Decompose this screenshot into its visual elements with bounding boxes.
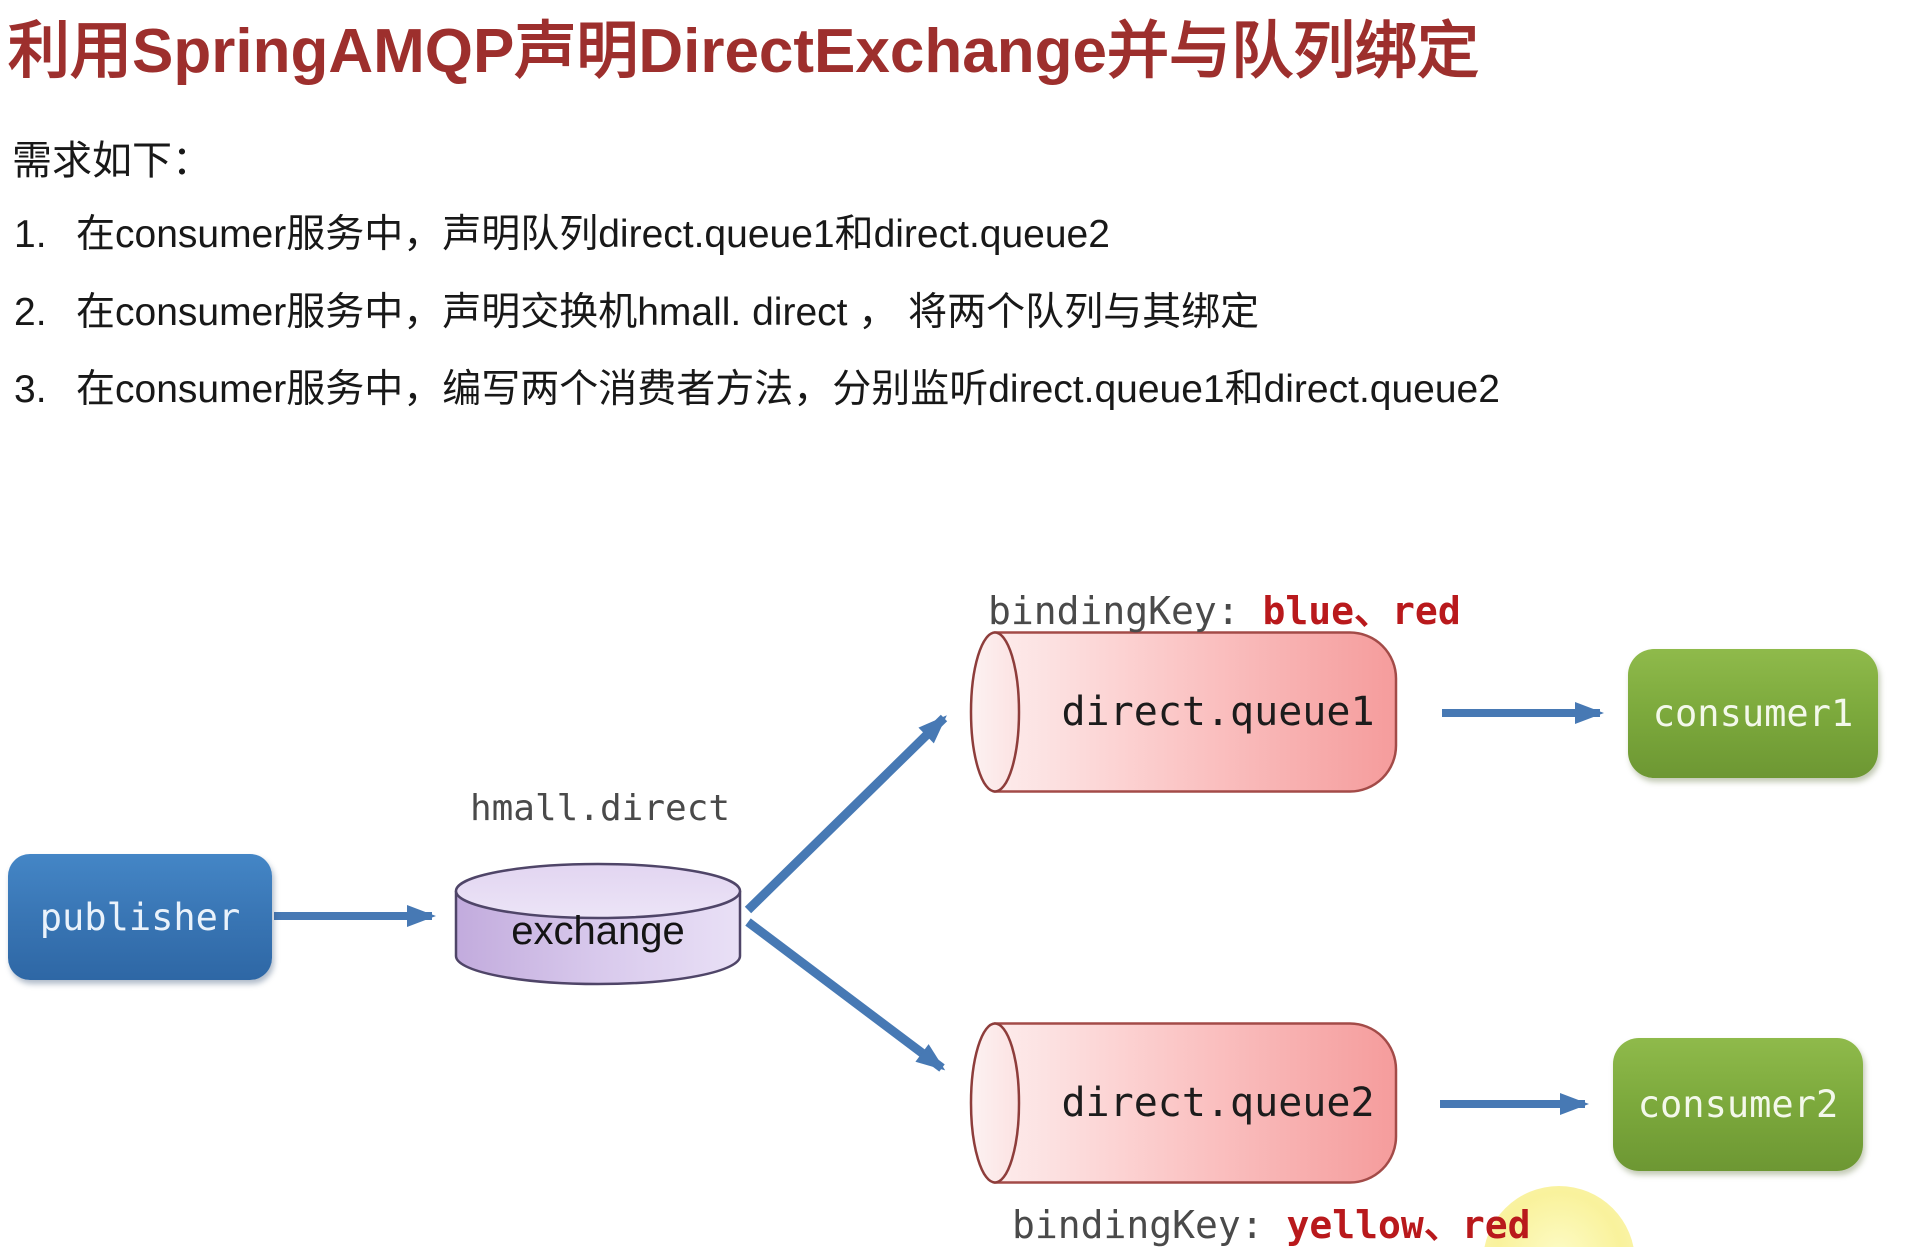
queue2-node: direct.queue2	[958, 1021, 1442, 1185]
requirement-number: 3.	[14, 368, 47, 411]
page-title: 利用SpringAMQP声明DirectExchange并与队列绑定	[8, 17, 1479, 86]
binding-key-label: bindingKey:	[1012, 1203, 1287, 1247]
requirement-text: 在consumer服务中，声明队列direct.queue1和direct.qu…	[76, 213, 1110, 256]
intro-text: 需求如下：	[12, 139, 212, 183]
requirement-number: 1.	[14, 213, 47, 256]
exchange-label: exchange	[511, 909, 685, 953]
queue-cylinder	[969, 631, 1398, 793]
consumer2-label: consumer2	[1637, 1083, 1839, 1126]
requirement-item-2: 2. 在consumer服务中，声明交换机hmall. direct ， 将两个队…	[14, 281, 1894, 337]
requirement-item-1: 1. 在consumer服务中，声明队列direct.queue1和direct.…	[14, 203, 1894, 259]
consumer1-node: consumer1	[1628, 649, 1878, 778]
queue1-node: direct.queue1	[958, 630, 1442, 794]
requirement-item-3: 3. 在consumer服务中，编写两个消费者方法，分别监听direct.queu…	[14, 358, 1894, 414]
publisher-label: publisher	[39, 895, 241, 939]
exchange-cylinder	[454, 862, 742, 986]
exchange-name-label: hmall.direct	[469, 788, 731, 829]
requirement-number: 2.	[14, 291, 47, 334]
consumer2-node: consumer2	[1613, 1038, 1863, 1171]
binding-key-values: yellow、red	[1286, 1203, 1531, 1247]
queue2-binding-key: bindingKey: yellow、red	[1012, 1194, 1530, 1247]
queue-cylinder	[969, 1022, 1398, 1184]
publisher-node: publisher	[8, 854, 272, 980]
arrow-exchange-to-queue1	[744, 714, 948, 914]
exchange-node: exchange	[453, 861, 743, 993]
requirement-text: 在consumer服务中，编写两个消费者方法，分别监听direct.queue1…	[76, 368, 1500, 411]
queue1-label: direct.queue1	[1061, 689, 1375, 735]
requirement-text: 在consumer服务中，声明交换机hmall. direct ， 将两个队列与…	[76, 291, 1260, 334]
consumer1-label: consumer1	[1652, 692, 1854, 735]
binding-key-label: bindingKey:	[988, 589, 1263, 633]
arrow-exchange-to-queue2	[745, 918, 946, 1072]
queue1-binding-key: bindingKey: blue、red	[988, 580, 1461, 635]
queue2-label: direct.queue2	[1061, 1080, 1375, 1126]
binding-key-values: blue、red	[1262, 589, 1461, 633]
